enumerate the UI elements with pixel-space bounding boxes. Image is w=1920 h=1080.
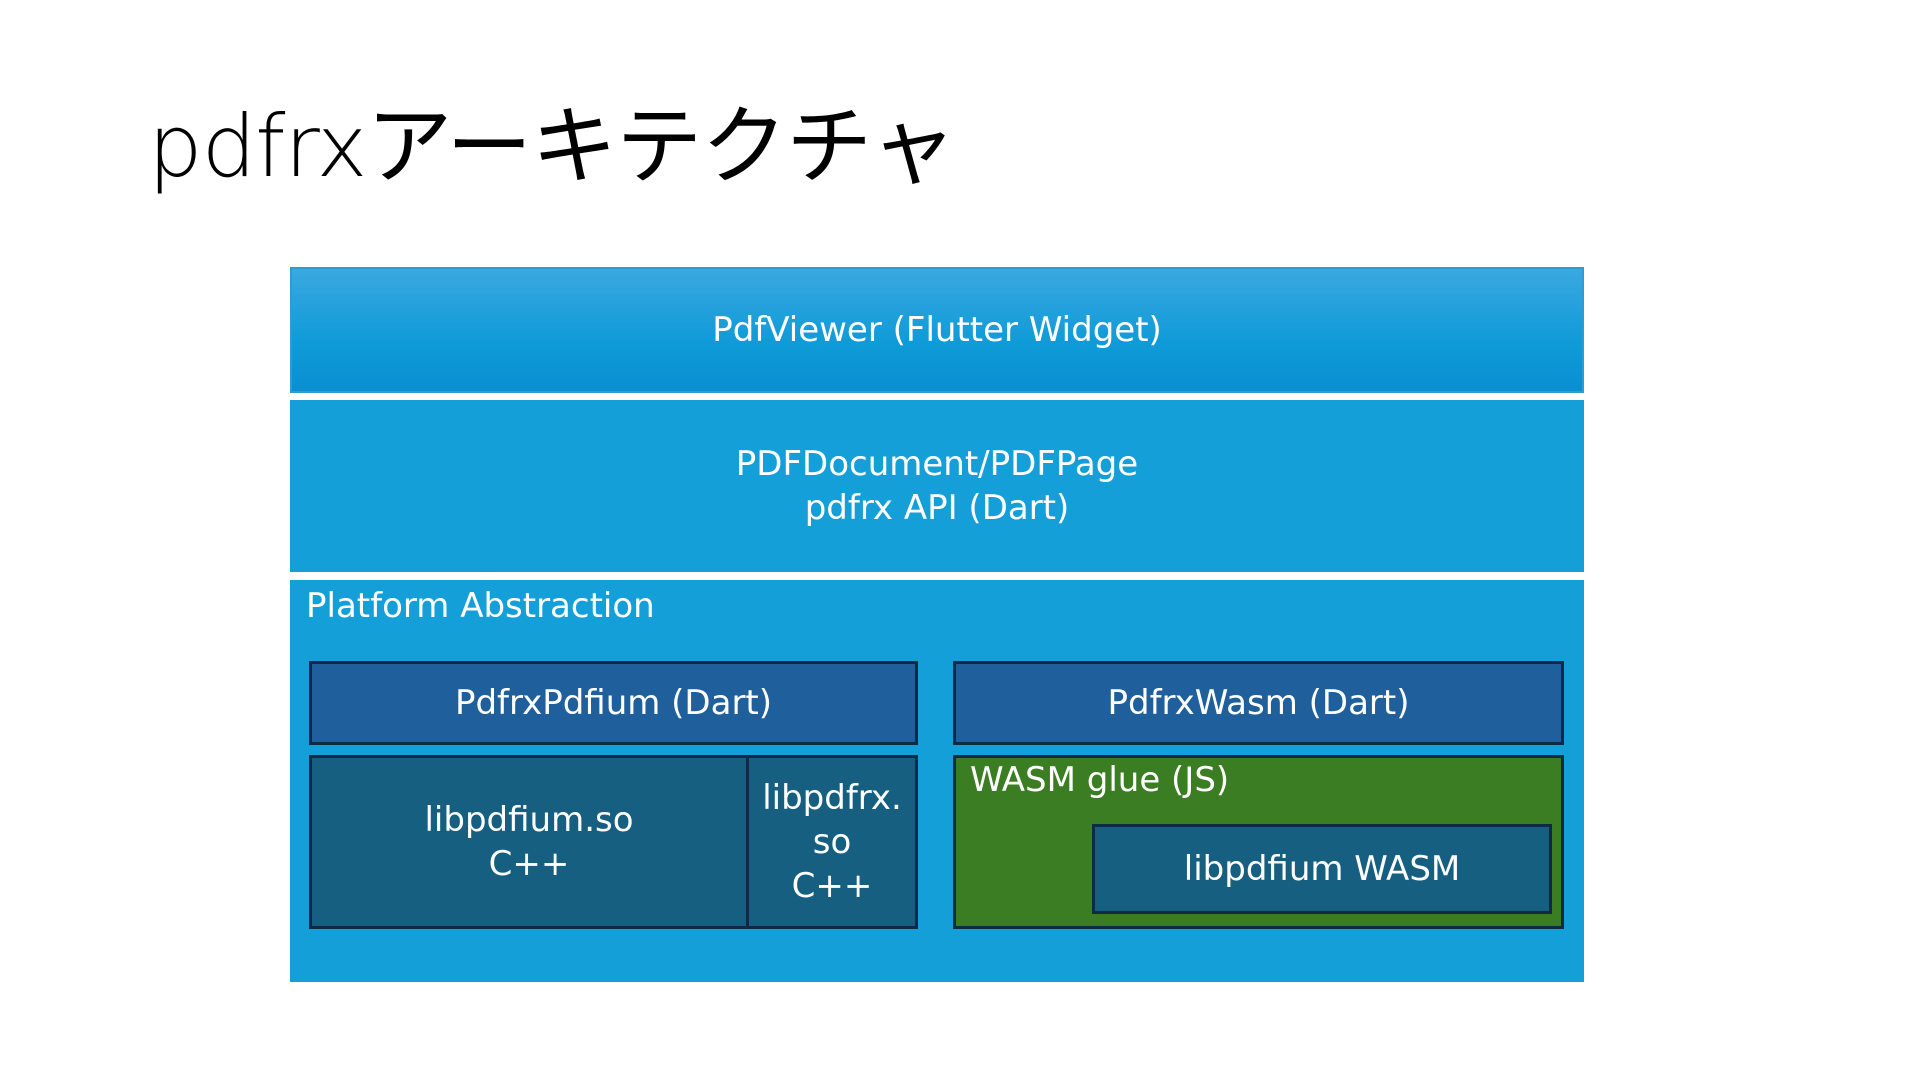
libpdfrx-so-box: libpdfrx. so C++ bbox=[746, 755, 918, 929]
pdfrx-api-layer: PDFDocument/PDFPage pdfrx API (Dart) bbox=[290, 400, 1584, 572]
pdfrx-pdfium-label: PdfrxPdfium (Dart) bbox=[454, 683, 773, 723]
pdfviewer-layer: PdfViewer (Flutter Widget) bbox=[290, 267, 1584, 393]
slide-title: pdfrxアーキテクチャ bbox=[148, 97, 956, 197]
libpdfium-so-box: libpdfium.so C++ bbox=[309, 755, 749, 929]
libpdfium-so-line2: C++ bbox=[488, 844, 570, 884]
libpdfium-wasm-box: libpdfium WASM bbox=[1092, 824, 1552, 914]
libpdfrx-so-line1: libpdfrx. bbox=[762, 777, 902, 818]
pdfrx-wasm-dart-box: PdfrxWasm (Dart) bbox=[953, 661, 1564, 745]
pdfrx-pdfium-dart-box: PdfrxPdfium (Dart) bbox=[309, 661, 918, 745]
pdfrx-wasm-label: PdfrxWasm (Dart) bbox=[1107, 683, 1410, 723]
libpdfrx-so-line2: so bbox=[812, 821, 852, 862]
libpdfrx-so-line3: C++ bbox=[791, 866, 873, 907]
api-label-line1: PDFDocument/PDFPage bbox=[735, 443, 1139, 484]
wasm-glue-label: WASM glue (JS) bbox=[970, 760, 1230, 800]
libpdfium-wasm-label: libpdfium WASM bbox=[1183, 849, 1461, 889]
pdfviewer-label: PdfViewer (Flutter Widget) bbox=[712, 310, 1162, 350]
platform-abstraction-label: Platform Abstraction bbox=[306, 586, 655, 626]
libpdfium-so-line1: libpdfium.so bbox=[424, 799, 634, 840]
api-label-line2: pdfrx API (Dart) bbox=[804, 488, 1070, 528]
